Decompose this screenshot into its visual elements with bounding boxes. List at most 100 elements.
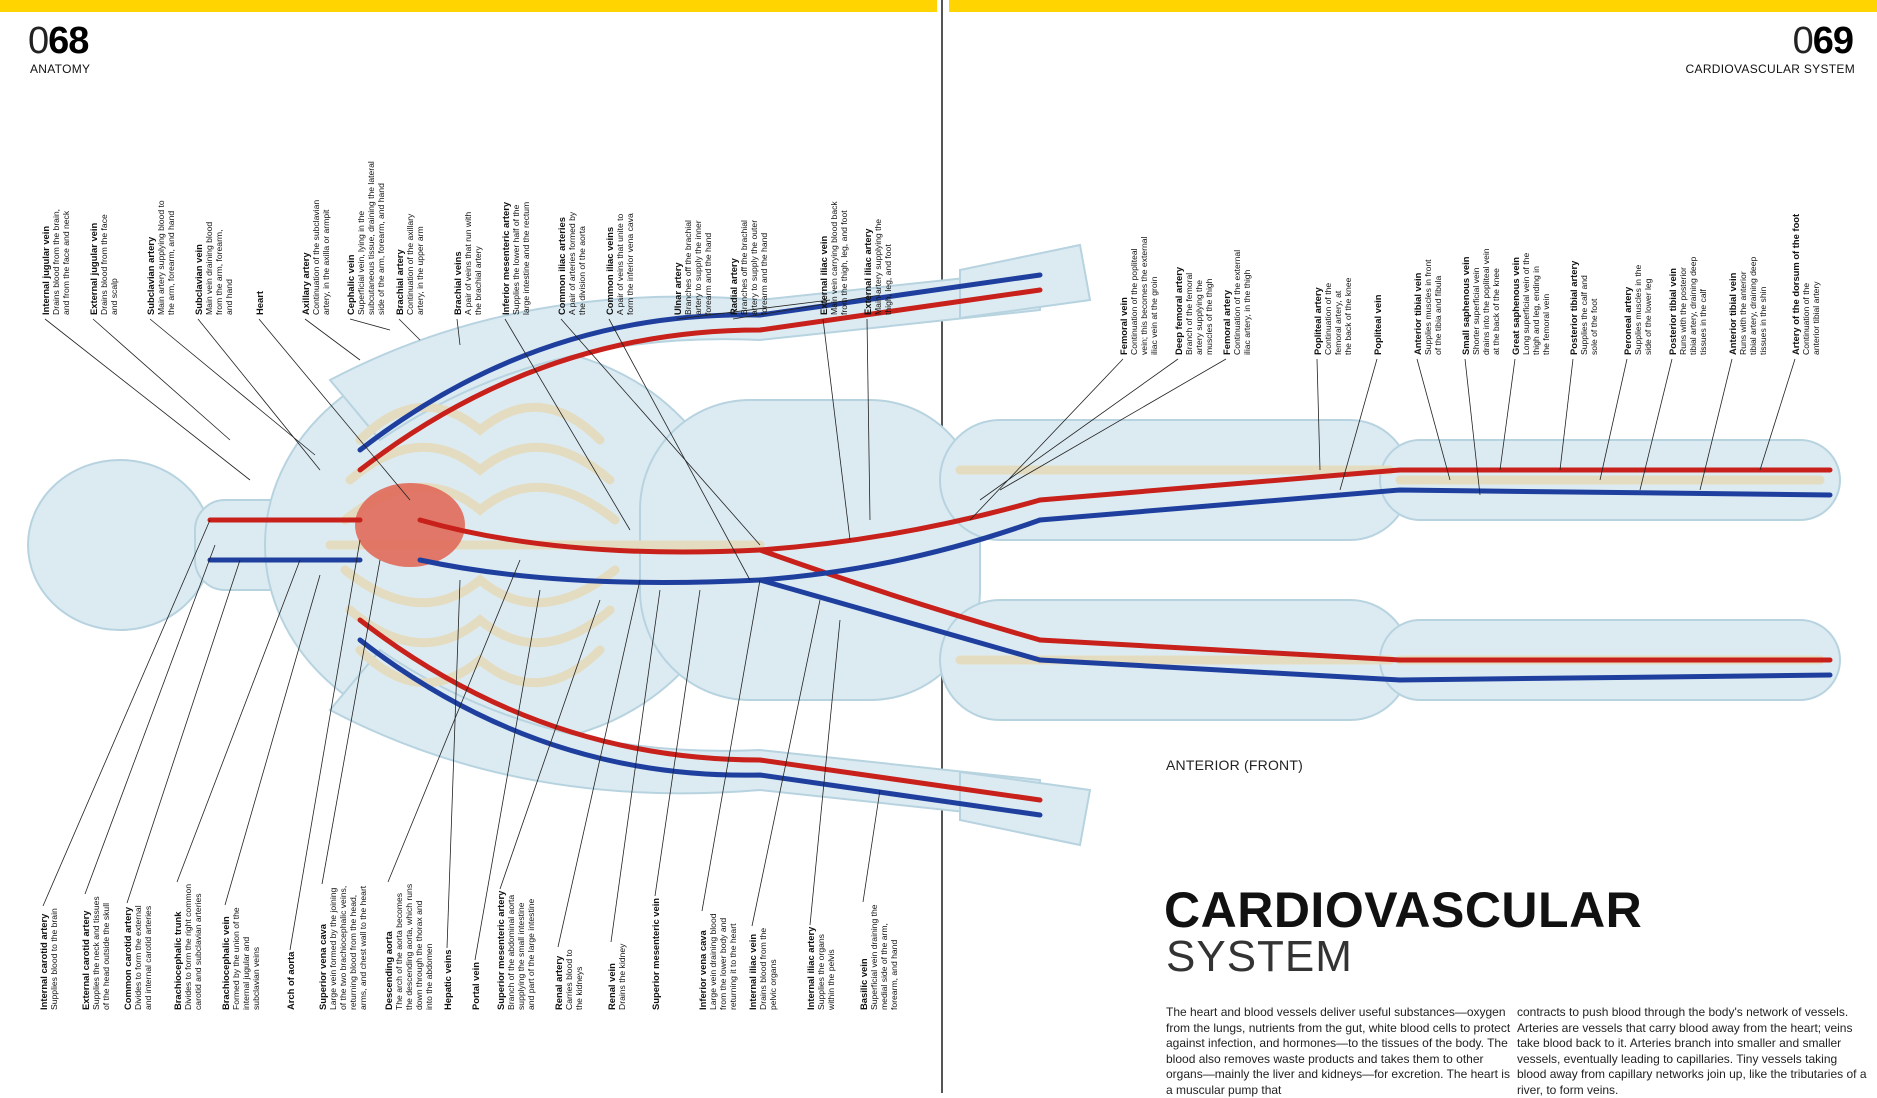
thigh-top xyxy=(939,419,1411,541)
callout-name: Radial artery xyxy=(728,258,739,315)
callout-description: Divides to form the external xyxy=(133,905,143,1010)
callout-description: artery to supply the outer xyxy=(749,219,759,315)
leader-line xyxy=(504,318,631,531)
callout-name: Posterior tibial artery xyxy=(1568,260,1579,355)
vein-arm-top xyxy=(357,272,1043,453)
callout-description: Supplies the organs xyxy=(816,934,826,1010)
callout-description: Continuation of the xyxy=(1323,282,1333,355)
leader-line xyxy=(224,574,321,906)
leader-line xyxy=(499,599,601,890)
callout-description: Continuation of the popliteal xyxy=(1129,248,1139,355)
callout-name: Common iliac veins xyxy=(604,226,615,315)
callout-name: Internal carotid artery xyxy=(38,913,49,1010)
callout-description: thigh and leg, ending in xyxy=(1531,266,1541,355)
callout-description: Formed by the union of the xyxy=(231,907,241,1010)
leader-line xyxy=(866,318,871,521)
callout-label: Superior mesenteric vein xyxy=(650,898,661,1010)
callout-name: Femoral artery xyxy=(1221,289,1232,355)
callout-label: Heart xyxy=(254,291,265,315)
callout-name: Subclavian artery xyxy=(145,236,156,315)
callout-label: Arch of aorta xyxy=(285,952,296,1010)
callout-description: Large vein draining blood xyxy=(708,913,718,1010)
leader-line xyxy=(197,318,321,471)
callout-description: supplying the small intestine xyxy=(516,902,526,1010)
callout-description: thigh, leg, and foot xyxy=(883,244,893,315)
callout-name: Great saphenous vein xyxy=(1510,257,1521,355)
callout-description: Superficial vein, lying in the xyxy=(356,210,366,315)
callout-name: Superior mesenteric vein xyxy=(650,897,661,1010)
leader-line xyxy=(1339,358,1378,491)
leader-line xyxy=(456,318,461,346)
callout-description: Supplies the lower half of the xyxy=(511,204,521,315)
callout-name: Artery of the dorsum of the foot xyxy=(1790,213,1801,355)
leader-line xyxy=(1416,358,1451,481)
rib xyxy=(355,645,605,688)
leader-line xyxy=(822,318,851,541)
callout-description: iliac artery, in the thigh xyxy=(1242,269,1252,355)
callout-name: Descending aorta xyxy=(383,931,394,1010)
artery-arm-bottom xyxy=(357,617,1043,803)
callout-description: drains into the popliteal vein xyxy=(1481,248,1491,355)
view-label: ANTERIOR (FRONT) xyxy=(1166,757,1303,773)
leader-line xyxy=(349,318,391,331)
callout-description: of the head outside the skull xyxy=(101,902,111,1010)
top-band-right xyxy=(949,0,1877,12)
callout-description: A pair of veins that run with xyxy=(463,211,473,315)
callout-description: Divides to form the right common xyxy=(183,883,193,1010)
callout-name: Renal vein xyxy=(606,963,617,1010)
callout-description: from the lower body and xyxy=(718,917,728,1010)
callout-description: at the back of the knee xyxy=(1491,268,1501,355)
leader-line xyxy=(809,619,841,926)
leader-line xyxy=(608,318,751,581)
leader-line xyxy=(701,579,761,912)
callout-name: Brachial veins xyxy=(452,251,463,315)
callout-name: Brachiocephalic trunk xyxy=(172,911,183,1010)
body-text-column-2: contracts to push blood through the body… xyxy=(1517,1005,1867,1097)
callout-description: subcutaneous tissue, draining the latera… xyxy=(366,161,376,315)
callout-description: anterior tibial artery xyxy=(1811,281,1821,355)
callout-description: subclavian veins xyxy=(251,946,261,1010)
callout-label: Hepatic veins xyxy=(442,950,453,1010)
callout-description: sole of the foot xyxy=(1589,298,1599,355)
callout-description: The arch of the aorta becomes xyxy=(394,892,404,1010)
callout-description: iliac vein at the groin xyxy=(1149,276,1159,355)
callout-description: and internal carotid arteries xyxy=(143,905,153,1010)
callout-description: the brachial artery xyxy=(473,246,483,315)
leader-lines xyxy=(42,294,1796,961)
artery-leg-bottom xyxy=(1037,637,1833,663)
veins xyxy=(207,272,1833,818)
leader-line xyxy=(557,579,641,948)
callout-name: Superior vena cava xyxy=(317,924,328,1010)
vein-leg-bottom xyxy=(1037,657,1833,683)
top-band-left xyxy=(0,0,937,12)
callout-description: Drains blood from the brain, xyxy=(51,208,61,315)
callout-name: Femoral vein xyxy=(1118,297,1129,355)
callout-description: the femoral vein xyxy=(1541,293,1551,355)
callout-name: Peroneal artery xyxy=(1622,286,1633,355)
callout-description: the division of the aorta xyxy=(577,226,587,315)
leader-line xyxy=(126,559,241,904)
callout-name: Inferior mesenteric artery xyxy=(500,201,511,315)
main-subtitle: SYSTEM xyxy=(1166,932,1353,981)
callout-description: Large vein formed by the joining xyxy=(328,887,338,1010)
callout-name: Deep femoral artery xyxy=(1173,266,1184,355)
callout-name: Posterior tibial vein xyxy=(1667,267,1678,355)
callout-description: the back of the knee xyxy=(1343,277,1353,355)
leader-line xyxy=(446,579,461,949)
callout-name: Heart xyxy=(254,291,265,315)
callout-description: Supplies the calf and xyxy=(1579,275,1589,355)
leader-line xyxy=(969,358,1124,521)
arteries xyxy=(207,287,1833,803)
